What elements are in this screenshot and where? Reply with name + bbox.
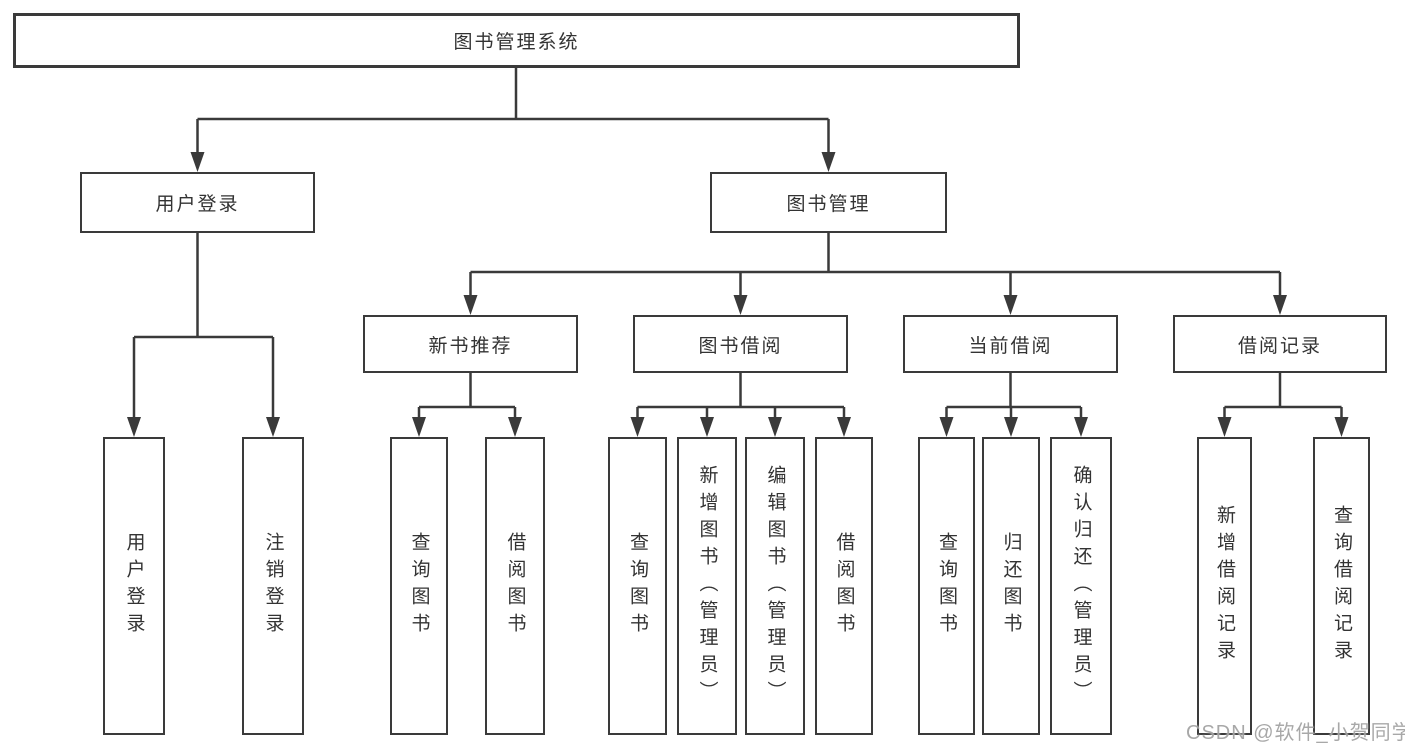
node-book-mgmt: 图书管理 bbox=[710, 172, 947, 233]
node-leaf-user-login-label: 用户登录 bbox=[123, 532, 145, 640]
node-current-borrow-label: 当前借阅 bbox=[968, 335, 1053, 357]
node-new-book-rec: 新书推荐 bbox=[363, 315, 578, 373]
node-leaf-query-borrow-record-label: 查询借阅记录 bbox=[1331, 505, 1352, 667]
node-leaf-borrow-books-1: 借阅图书 bbox=[485, 437, 545, 735]
node-leaf-return-books: 归还图书 bbox=[982, 437, 1040, 735]
connector-new-book-rec-to-leaves bbox=[417, 373, 517, 418]
node-root: 图书管理系统 bbox=[13, 13, 1020, 68]
node-leaf-edit-books-admin: 编辑图书（管理员） bbox=[745, 437, 805, 735]
node-user-login: 用户登录 bbox=[80, 172, 315, 233]
node-leaf-borrow-books-2-label: 借阅图书 bbox=[833, 532, 855, 640]
connector-book-mgmt-to-level3 bbox=[469, 233, 1282, 296]
node-leaf-add-books-admin-label: 新增图书（管理员） bbox=[696, 464, 718, 708]
node-leaf-query-books-3: 查询图书 bbox=[918, 437, 975, 735]
node-leaf-logout-label: 注销登录 bbox=[262, 532, 284, 640]
connector-user-login-to-leaves bbox=[132, 233, 275, 418]
node-user-login-label: 用户登录 bbox=[155, 194, 240, 215]
node-leaf-query-borrow-record: 查询借阅记录 bbox=[1313, 437, 1370, 735]
node-leaf-add-borrow-record-label: 新增借阅记录 bbox=[1214, 505, 1235, 667]
node-book-mgmt-label: 图书管理 bbox=[786, 194, 871, 215]
node-leaf-edit-books-admin-label: 编辑图书（管理员） bbox=[764, 464, 786, 708]
node-leaf-add-borrow-record: 新增借阅记录 bbox=[1197, 437, 1252, 735]
node-root-label: 图书管理系统 bbox=[453, 32, 580, 53]
watermark-text: CSDN @软件_小贺同学 bbox=[1186, 722, 1405, 744]
node-book-borrow: 图书借阅 bbox=[633, 315, 848, 373]
node-leaf-return-books-label: 归还图书 bbox=[1000, 532, 1022, 640]
connector-borrow-records-to-leaves bbox=[1223, 373, 1343, 418]
node-borrow-records: 借阅记录 bbox=[1173, 315, 1387, 373]
node-leaf-logout: 注销登录 bbox=[242, 437, 304, 735]
connector-current-borrow-to-leaves bbox=[945, 373, 1083, 418]
node-leaf-query-books-1: 查询图书 bbox=[390, 437, 448, 735]
node-leaf-add-books-admin: 新增图书（管理员） bbox=[677, 437, 737, 735]
node-leaf-query-books-2: 查询图书 bbox=[608, 437, 667, 735]
connector-root-to-level2 bbox=[196, 68, 830, 153]
connector-book-borrow-to-leaves bbox=[636, 373, 846, 418]
node-current-borrow: 当前借阅 bbox=[903, 315, 1118, 373]
node-leaf-confirm-return-admin: 确认归还（管理员） bbox=[1050, 437, 1112, 735]
node-new-book-rec-label: 新书推荐 bbox=[428, 335, 513, 357]
node-borrow-records-label: 借阅记录 bbox=[1237, 335, 1322, 357]
node-leaf-query-books-1-label: 查询图书 bbox=[408, 532, 430, 640]
node-leaf-query-books-2-label: 查询图书 bbox=[627, 532, 648, 640]
node-leaf-user-login: 用户登录 bbox=[103, 437, 165, 735]
node-book-borrow-label: 图书借阅 bbox=[698, 335, 783, 357]
node-leaf-borrow-books-1-label: 借阅图书 bbox=[504, 532, 526, 640]
node-leaf-confirm-return-admin-label: 确认归还（管理员） bbox=[1070, 464, 1092, 708]
node-leaf-query-books-3-label: 查询图书 bbox=[936, 532, 957, 640]
node-leaf-borrow-books-2: 借阅图书 bbox=[815, 437, 873, 735]
